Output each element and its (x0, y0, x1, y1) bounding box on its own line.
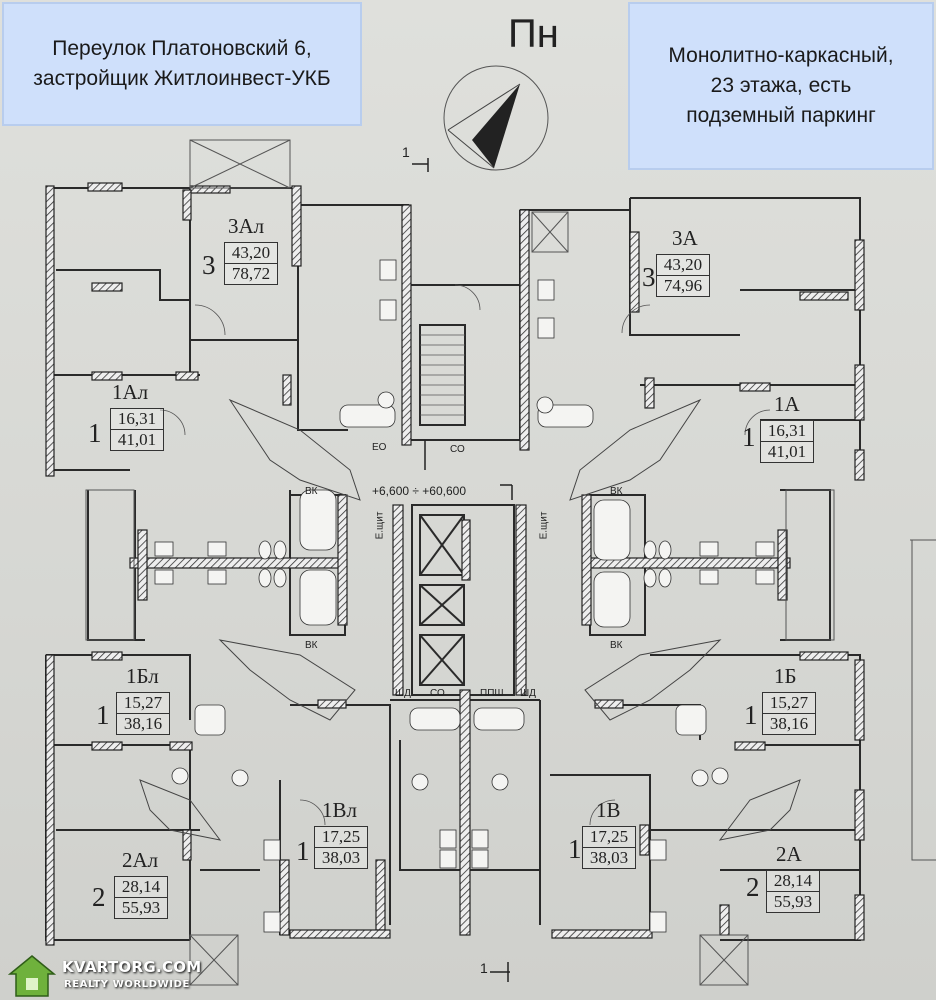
unit-name: 3А (672, 226, 698, 250)
unit-name: 1Ал (112, 380, 149, 404)
total-area: 41,01 (117, 430, 157, 449)
living-area: 17,25 (583, 827, 635, 848)
total-area: 38,03 (321, 848, 361, 867)
total-area: 38,03 (589, 848, 629, 867)
total-area: 78,72 (231, 264, 271, 283)
living-area: 43,20 (657, 255, 709, 276)
unit-name: 1В (596, 798, 621, 822)
building-info-callout: Монолитно-каркасный, 23 этажа, есть подз… (628, 2, 934, 170)
watermark-logo: KVARTORG.COM REALTY WORLDWIDE (8, 954, 201, 998)
room-count: 1 (88, 418, 102, 448)
room-count: 1 (742, 422, 756, 452)
room-count: 2 (746, 872, 760, 902)
area-box: 16,31 41,01 (110, 408, 164, 451)
vk-code-label-4: ВК (610, 640, 623, 651)
section-mark-bottom: 1 (480, 960, 488, 976)
area-box: 17,25 38,03 (582, 826, 636, 869)
living-area: 15,27 (763, 693, 815, 714)
area-box: 15,27 38,16 (762, 692, 816, 735)
north-label: Пн (508, 12, 559, 56)
area-box: 43,20 78,72 (224, 242, 278, 285)
room-count: 3 (642, 262, 656, 292)
section-mark-top: 1 (402, 144, 410, 160)
room-count: 1 (296, 836, 310, 866)
unit-name: 1А (774, 392, 800, 416)
developer-line: застройщик Житлоинвест-УКБ (33, 67, 331, 90)
area-box: 15,27 38,16 (116, 692, 170, 735)
area-box: 28,14 55,93 (766, 870, 820, 913)
room-count: 1 (568, 834, 582, 864)
address-line: Переулок Платоновский 6, (52, 37, 312, 60)
watermark-brand: KVARTORG.COM (62, 958, 202, 976)
shchit-label-left: Е.щит (374, 511, 386, 540)
living-area: 16,31 (111, 409, 163, 430)
room-count: 1 (96, 700, 110, 730)
total-area: 55,93 (121, 898, 161, 917)
unit-name: 1Б (774, 664, 797, 688)
area-box: 43,20 74,96 (656, 254, 710, 297)
unit-name: 1Бл (126, 664, 159, 688)
total-area: 38,16 (769, 714, 809, 733)
shchit-label-right: Е.щит (538, 511, 550, 540)
eo-code-label: ЕО (372, 442, 387, 453)
sd-code-label-left: ШД (395, 688, 411, 699)
living-area: 17,25 (315, 827, 367, 848)
parking-line: подземный паркинг (686, 104, 876, 127)
living-area: 16,31 (761, 421, 813, 442)
address-callout: Переулок Платоновский 6, застройщик Житл… (2, 2, 362, 126)
living-area: 43,20 (225, 243, 277, 264)
co-code-label-core: СО (430, 688, 445, 699)
total-area: 38,16 (123, 714, 163, 733)
elevation-label: +6,600 ÷ +60,600 (372, 484, 467, 498)
vk-code-label-3: ВК (610, 486, 623, 497)
watermark-tagline: REALTY WORLDWIDE (64, 979, 190, 990)
room-count: 2 (92, 882, 106, 912)
floors-line: 23 этажа, есть (710, 74, 852, 97)
area-box: 28,14 55,93 (114, 876, 168, 919)
area-box: 16,31 41,01 (760, 420, 814, 463)
vk-code-label-2: ВК (305, 640, 318, 651)
sd-code-label-right: ШД (520, 688, 536, 699)
co-code-label-top: СО (450, 444, 465, 455)
compass-rose (443, 65, 549, 171)
house-icon (8, 955, 56, 997)
living-area: 28,14 (767, 871, 819, 892)
unit-name: 2А (776, 842, 802, 866)
total-area: 74,96 (663, 276, 703, 295)
construction-type-line: Монолитно-каркасный, (668, 44, 894, 67)
total-area: 55,93 (773, 892, 813, 911)
unit-name: 2Ал (122, 848, 159, 872)
living-area: 15,27 (117, 693, 169, 714)
pp-code-label: ППШ (480, 688, 504, 699)
room-count: 3 (202, 250, 216, 280)
vk-code-label-1: ВК (305, 486, 318, 497)
area-box: 17,25 38,03 (314, 826, 368, 869)
unit-name: 3Ал (228, 214, 265, 238)
living-area: 28,14 (115, 877, 167, 898)
total-area: 41,01 (767, 442, 807, 461)
unit-name: 1Вл (322, 798, 357, 822)
room-count: 1 (744, 700, 758, 730)
